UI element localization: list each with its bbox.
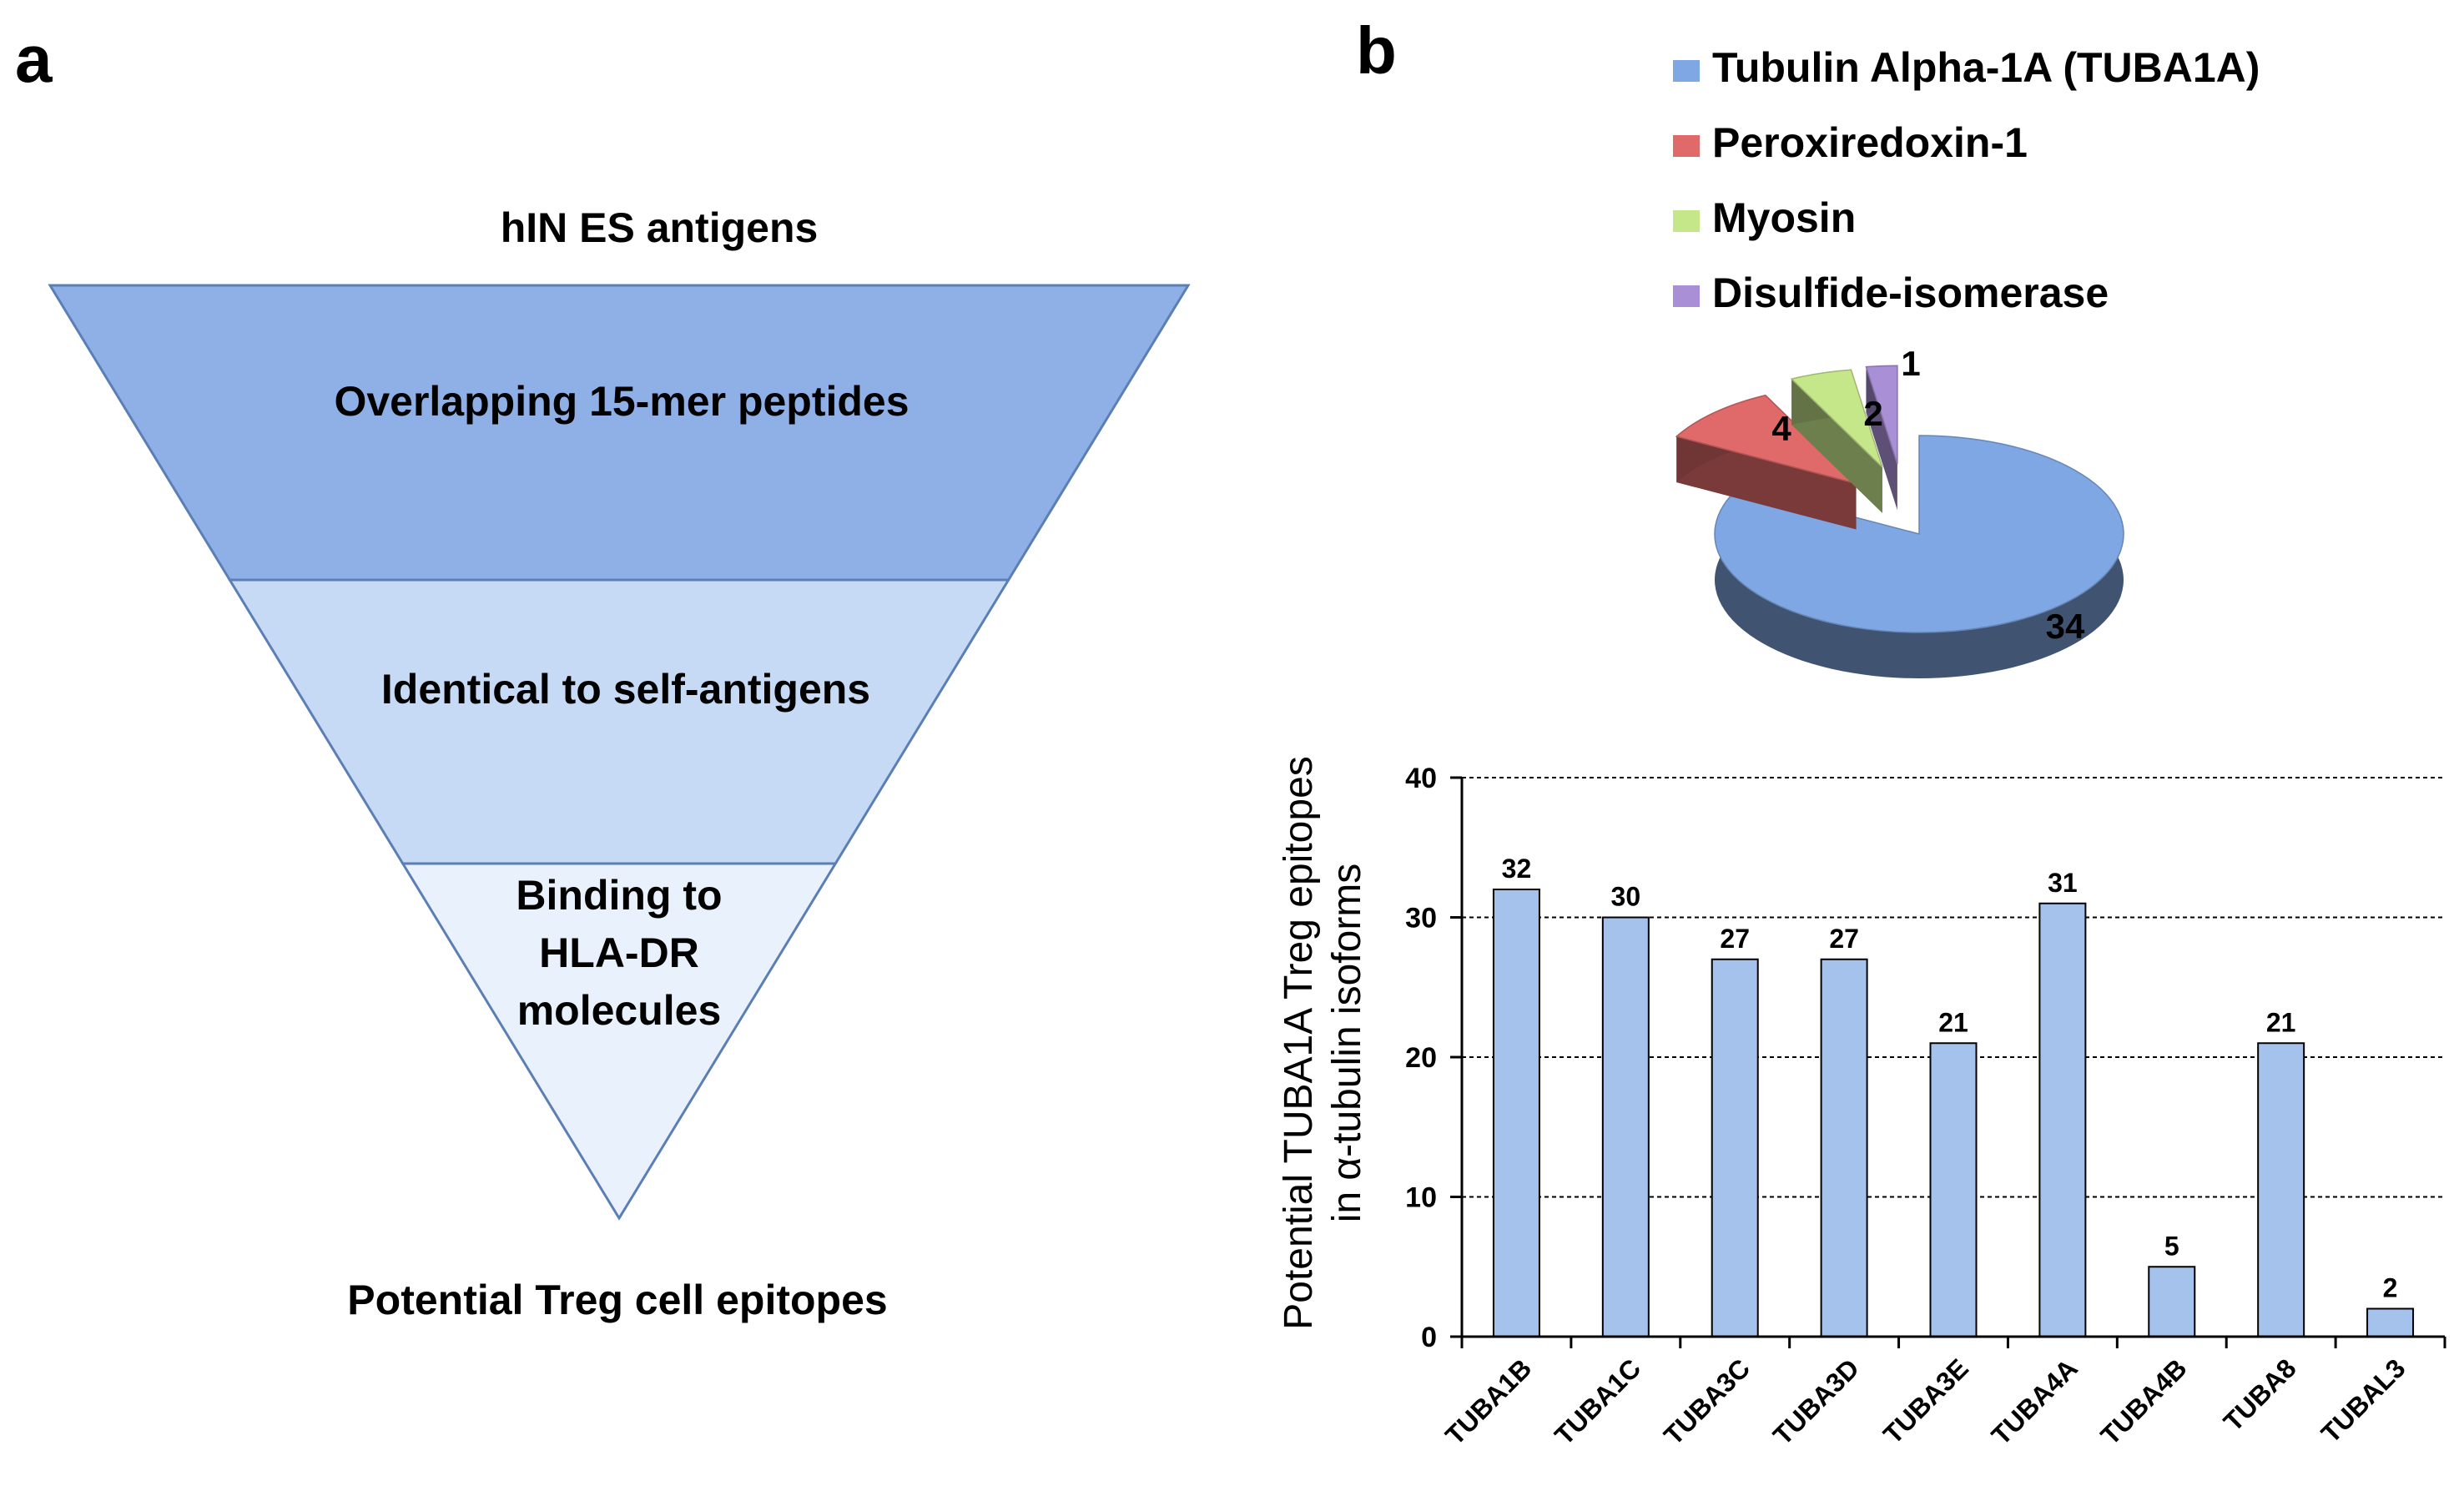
legend-swatch [1673, 135, 1700, 157]
bar-data-label: 32 [1502, 854, 1532, 884]
y-tick-label: 40 [1405, 763, 1437, 794]
funnel-bottom-text: Potential Treg cell epitopes [347, 1277, 887, 1323]
funnel-layer-3-text: HLA-DR [539, 929, 699, 976]
pie-slice [1790, 369, 1883, 468]
pie-slice-wall [1676, 436, 1857, 530]
pie-value-label: 34 [2046, 607, 2085, 646]
pie-value-label: 1 [1901, 344, 1920, 383]
bar [1492, 889, 1540, 1337]
legend-entry: Myosin [1712, 194, 1856, 241]
bar [2366, 1307, 2415, 1337]
pie-value-label: 4 [1771, 409, 1791, 448]
bar-data-label: 2 [2383, 1273, 2398, 1303]
pie-slice [1675, 394, 1859, 485]
x-tick-label: TUBA4B [2095, 1353, 2193, 1450]
x-tick-label: TUBA3C [1658, 1353, 1756, 1450]
y-tick-label: 30 [1405, 903, 1437, 934]
bar-data-label: 27 [1829, 924, 1859, 954]
legend-entry: Peroxiredoxin-1 [1712, 119, 2028, 166]
y-tick-label: 20 [1405, 1042, 1437, 1074]
bar-data-label: 21 [2266, 1007, 2296, 1037]
y-tick-label: 10 [1405, 1182, 1437, 1214]
x-tick-label: TUBA1C [1549, 1353, 1646, 1450]
x-tick-label: TUBA8 [2218, 1353, 2302, 1437]
bar-data-label: 21 [1938, 1007, 1968, 1037]
funnel-layer-2-text: Identical to self-antigens [381, 666, 870, 713]
bar-data-label: 5 [2164, 1231, 2179, 1261]
pie-legend: Tubulin Alpha-1A (TUBA1A) Peroxiredoxin-1… [1673, 44, 2260, 316]
bar [2038, 902, 2087, 1337]
legend-entry: Disulfide-isomerase [1712, 269, 2109, 316]
funnel-layer-3 [401, 862, 838, 1221]
funnel-top-text: hIN ES antigens [501, 204, 819, 251]
bar [1601, 916, 1650, 1337]
pie-slice [1865, 365, 1898, 465]
x-tick-label: TUBA4A [1986, 1353, 2084, 1450]
pie-value-label: 2 [1863, 394, 1882, 433]
bar [2257, 1042, 2305, 1337]
panel-b-label: b [1356, 13, 1397, 88]
y-axis-label-line: Potential TUBA1A Treg epitopes [1277, 756, 1321, 1330]
x-tick-label: TUBA1B [1439, 1353, 1537, 1450]
bar-data-label: 30 [1611, 882, 1641, 912]
x-tick-label: TUBA3D [1767, 1353, 1865, 1450]
pie-chart: Tubulin Alpha-1A (TUBA1A) Peroxiredoxin-1… [1673, 44, 2260, 679]
bar-data-label: 27 [1720, 924, 1750, 954]
bar-data-label: 31 [2048, 868, 2078, 898]
funnel-layer-3-text: molecules [517, 987, 722, 1034]
y-axis-label-line: in α-tubulin isoforms [1325, 864, 1369, 1223]
funnel-layer-1 [48, 284, 1191, 582]
funnel-layer-1-text: Overlapping 15-mer peptides [334, 378, 909, 425]
legend-swatch [1673, 60, 1700, 82]
legend-swatch [1673, 285, 1700, 307]
legend-entry: Tubulin Alpha-1A (TUBA1A) [1712, 44, 2260, 91]
panel-a-label: a [15, 22, 53, 96]
funnel-layer-3-text: Binding to [516, 872, 722, 919]
funnel-layer-2 [227, 578, 1011, 865]
bar [1820, 958, 1868, 1337]
x-tick-label: TUBAL3 [2315, 1353, 2411, 1448]
bar [2148, 1266, 2196, 1337]
bar [1929, 1042, 1978, 1337]
pie-slice [1714, 435, 2124, 633]
funnel-diagram: hIN ES antigens Overlapping 15-mer pepti… [48, 204, 1191, 1323]
y-tick-label: 0 [1421, 1322, 1437, 1353]
legend-swatch [1673, 210, 1700, 232]
bar [1711, 958, 1759, 1337]
x-tick-label: TUBA3E [1877, 1353, 1974, 1449]
